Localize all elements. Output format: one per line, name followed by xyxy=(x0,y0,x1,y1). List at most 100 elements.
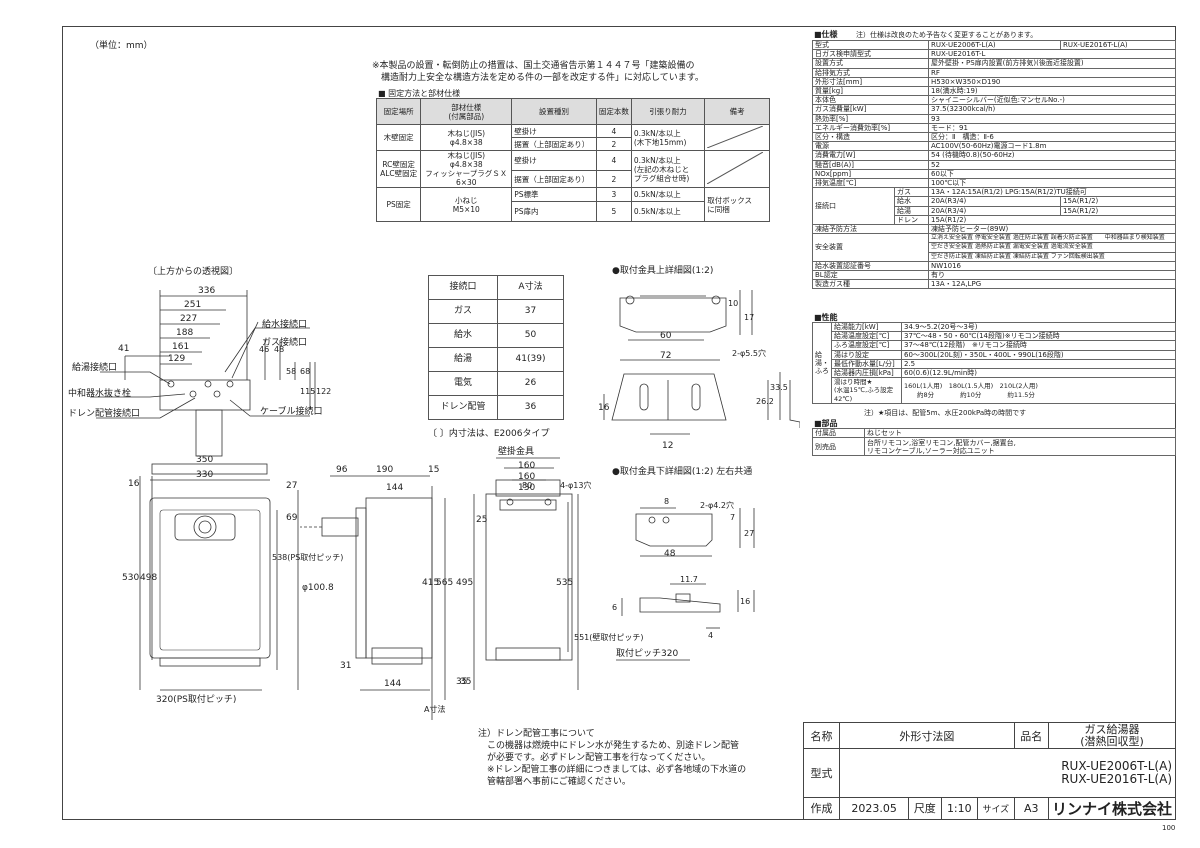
dim-text: 60 xyxy=(660,331,672,341)
spec-label: 最低作動水量[L/分] xyxy=(831,358,902,370)
spec-value: 13A・12A,LPG xyxy=(928,279,1176,290)
spec-label: 消費電力[W] xyxy=(812,150,929,161)
spec-label: 湯はり設定 xyxy=(831,349,902,360)
spec-value: 93 xyxy=(928,113,1176,124)
dim-text: 122 xyxy=(316,387,331,396)
drain-note-line: が必要です。必ずドレン配管工事を行なってください。 xyxy=(478,753,711,763)
name-label: 名称 xyxy=(802,721,841,750)
spec-label: 給湯器内圧損[kPa] xyxy=(831,368,902,379)
spec-label: ドレン xyxy=(894,214,929,226)
drain-note-line: 注）ドレン配管工事について xyxy=(478,729,595,739)
dim-text: 4 xyxy=(708,631,713,640)
label-hot-outlet: 給湯接続口 xyxy=(72,361,117,373)
spec-value: 20A(R3/4) xyxy=(928,205,1061,216)
dim-text: 27 xyxy=(744,529,754,538)
dim-text: 6 xyxy=(612,603,617,612)
spec-value: ねじセット xyxy=(864,427,1176,439)
dim-text: 330 xyxy=(196,470,213,480)
dim-text: 80 xyxy=(522,481,532,490)
spec-value: 160L(1人用) 180L(1.5人用) 210L(2人用) 約8分 約10分… xyxy=(901,377,1176,404)
dim-text: 10 xyxy=(728,299,738,308)
a-cell: 37 xyxy=(497,299,564,324)
label-cable-inlet: ケーブル接続口 xyxy=(260,405,322,417)
made-label: 作成 xyxy=(802,796,841,821)
dim-text: 15 xyxy=(428,465,439,475)
spec-label: 設置方式 xyxy=(812,58,929,69)
back-view-body xyxy=(485,493,573,661)
dim-text: 58 xyxy=(286,367,296,376)
spec-value: 13A・12A:15A(R1/2) LPG:15A(R1/2)TU接続可 xyxy=(928,187,1176,198)
a-th-0: 接続口 xyxy=(428,275,498,300)
dim-text: 72 xyxy=(660,351,671,361)
spec-value: 100℃以下 xyxy=(928,178,1176,189)
top-view-title: 〔上方からの透視図〕 xyxy=(148,265,238,277)
spec-label: 日ガス検申請型式 xyxy=(812,49,929,60)
dim-text: 27 xyxy=(286,481,297,491)
dim-text: 551(壁取付ピッチ) xyxy=(574,632,644,642)
dim-text: 68 xyxy=(300,367,310,376)
perf-table: 給湯・ふろ給湯能力[kW]34.9～5.2(20号～3号) 給湯温度設定[℃]3… xyxy=(812,321,1176,404)
install-note-1: ※本製品の設置・転倒防止の措置は、国土交通省告示第１４４７号「建築設備の xyxy=(372,61,695,71)
dim-text: φ100.8 xyxy=(302,583,334,593)
spec-value: 60～300L(20L刻)・350L・400L・990L(16段階) xyxy=(901,349,1176,360)
product-value: ガス給湯器 (潜熱回収型) xyxy=(1047,721,1177,750)
dim-text: 48 xyxy=(664,549,676,559)
perf-note: 注）★項目は、配管5m、水圧200kPa時の時間です xyxy=(864,409,1027,417)
spec-value: RUX-UE2016T-L(A) xyxy=(1060,39,1176,51)
model-line: RUX-UE2016T-L(A) xyxy=(1061,772,1172,787)
dim-text: 35 xyxy=(456,677,467,687)
size-value: A3 xyxy=(1013,796,1049,821)
spec-value: NW1016 xyxy=(928,260,1176,272)
dim-text: 17 xyxy=(744,313,754,322)
spec-value: 立消え安全装置 停電安全装置 過圧防止装置 誤着火防止装置 中和器詰まり検知装置 xyxy=(928,233,1176,244)
dim-text: 115 xyxy=(300,387,315,396)
spec-label: 湯はり時間★ (水温15℃,ふろ設定42℃) xyxy=(831,377,902,404)
side-view-exhaust xyxy=(321,517,359,537)
bracket-bottom-side xyxy=(639,597,721,613)
a-cell: 36 xyxy=(497,395,564,420)
spec-label: 外形寸法[mm] xyxy=(812,76,929,88)
spec-value: 52 xyxy=(928,159,1176,170)
dim-text: 11.7 xyxy=(680,575,698,584)
dim-text: 48 xyxy=(274,345,284,354)
spec-value: 15A(R1/2) xyxy=(1060,196,1176,207)
dim-text: 144 xyxy=(384,679,401,689)
dim-text: 190 xyxy=(376,465,393,475)
label-gas-inlet: ガス接続口 xyxy=(262,336,307,348)
spec-value: 区分：Ⅱ 構造：Ⅱ-6 xyxy=(928,132,1176,143)
spec-value: 有り xyxy=(928,270,1176,281)
name-value: 外形寸法図 xyxy=(839,721,1015,750)
front-view-body xyxy=(149,497,271,659)
bracket-top-front xyxy=(619,297,727,333)
title-block: 名称 外形寸法図 品名 ガス給湯器 (潜熱回収型) 型式 RUX-UE2006T… xyxy=(802,721,1177,821)
bracket-bottom-title: ●取付金具下詳細図(1:2) 左右共通 xyxy=(612,465,752,477)
fix-th-5: 備考 xyxy=(704,98,770,125)
install-note-2: 構造耐力上安全な構造方法を定める件の一部を改定する件」に対応しています。 xyxy=(372,73,704,83)
spec-value: 18(満水時:19) xyxy=(928,86,1176,97)
spec-value: 20A(R3/4) xyxy=(928,196,1061,207)
spec-value: 15A(R1/2) xyxy=(1060,205,1176,216)
perf-label: 給湯・ふろ xyxy=(812,322,832,404)
dim-text: 160 xyxy=(518,472,535,482)
dim-text: 160 xyxy=(518,461,535,471)
spec-label: 型式 xyxy=(812,39,929,51)
date-value: 2023.05 xyxy=(839,796,910,821)
a-table-note: 〔 〕内寸法は、E2006タイプ xyxy=(428,429,550,439)
spec-label: 電源 xyxy=(812,141,929,152)
model-value: RUX-UE2006T-L(A) RUX-UE2016T-L(A) xyxy=(839,748,1176,798)
spec-value: 37.5(32300kcal/h) xyxy=(928,104,1176,115)
spec-label: 接続口 xyxy=(812,187,895,226)
fix-method-title: ■ 固定方法と部材仕様 xyxy=(378,89,461,98)
dim-text: 7 xyxy=(730,513,735,522)
fix-cell: 木ねじ(JIS) φ4.8×38 フィッシャープラグＳＸ 6×30 xyxy=(420,150,513,188)
wall-bracket-label: 壁掛金具 xyxy=(498,445,534,457)
spec-label: ふろ温度設定[℃] xyxy=(831,340,902,351)
front-dim-band xyxy=(151,463,268,475)
dim-text: 16 xyxy=(598,403,610,413)
spec-label: 別売品 xyxy=(812,437,865,457)
dim-text: 320(PS取付ピッチ) xyxy=(156,694,236,705)
label-water-inlet: 給水接続口 xyxy=(262,318,307,330)
dim-text: 26.2 xyxy=(756,397,774,406)
